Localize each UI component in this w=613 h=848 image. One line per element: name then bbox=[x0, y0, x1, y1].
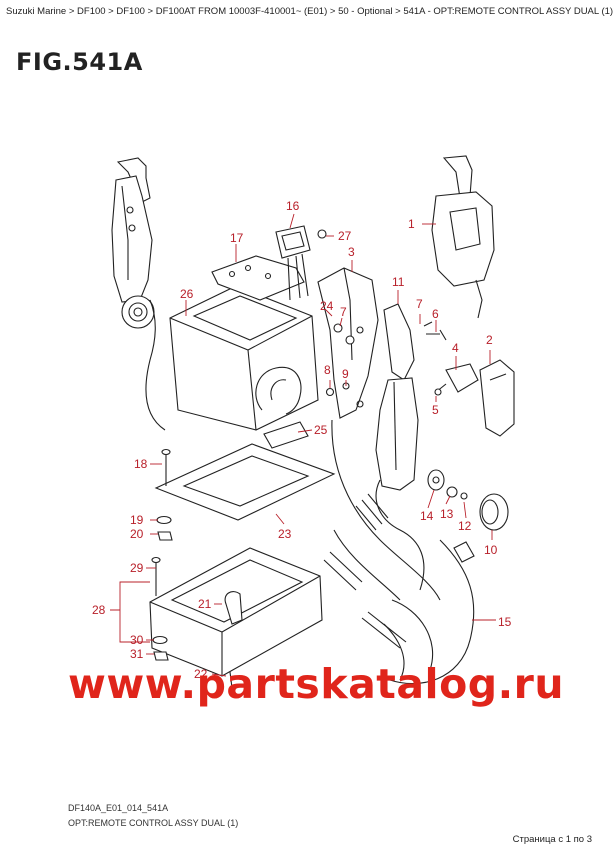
part-label-10[interactable]: 10 bbox=[484, 543, 498, 557]
lever-arm bbox=[375, 303, 419, 491]
exploded-parts-diagram: 1 2 3 4 5 6 7 7 8 9 10 11 12 13 14 15 16… bbox=[92, 155, 515, 689]
part-label-2[interactable]: 2 bbox=[486, 333, 493, 347]
breadcrumb-item[interactable]: Suzuki Marine bbox=[6, 6, 67, 17]
part-label-22[interactable]: 22 bbox=[194, 667, 208, 681]
right-control-lever bbox=[431, 155, 495, 319]
part-label-29[interactable]: 29 bbox=[130, 561, 144, 575]
figure-title: FIG.541A bbox=[16, 48, 143, 76]
part-label-18[interactable]: 18 bbox=[134, 457, 148, 471]
part-label-26[interactable]: 26 bbox=[180, 287, 194, 301]
part-label-31[interactable]: 31 bbox=[130, 647, 144, 661]
base-box bbox=[149, 547, 323, 677]
left-control-lever bbox=[111, 157, 166, 431]
knob bbox=[479, 493, 509, 531]
part-label-7[interactable]: 7 bbox=[416, 297, 423, 311]
part-label-12[interactable]: 12 bbox=[458, 519, 472, 533]
part-label-19[interactable]: 19 bbox=[130, 513, 144, 527]
switch bbox=[275, 225, 311, 301]
page-indicator: Страница с 1 по 3 bbox=[512, 834, 592, 845]
part-label-25[interactable]: 25 bbox=[314, 423, 328, 437]
part-label-27[interactable]: 27 bbox=[338, 229, 352, 243]
part-labels: 1 2 3 4 5 6 7 7 8 9 10 11 12 13 14 15 16… bbox=[92, 199, 512, 681]
breadcrumb: Suzuki Marine > DF100 > DF100 > DF100AT … bbox=[6, 6, 613, 18]
wiring-harness bbox=[323, 419, 475, 685]
part-label-7[interactable]: 7 bbox=[340, 305, 347, 319]
breadcrumb-item[interactable]: DF100 bbox=[116, 6, 145, 17]
small-fasteners bbox=[317, 229, 468, 500]
grip-handle bbox=[479, 359, 515, 437]
bracket-plate bbox=[211, 255, 305, 301]
part-label-1[interactable]: 1 bbox=[408, 217, 415, 231]
part-label-6[interactable]: 6 bbox=[432, 307, 439, 321]
breadcrumb-separator: > bbox=[66, 6, 78, 17]
cover-housing bbox=[169, 285, 319, 431]
part-label-14[interactable]: 14 bbox=[420, 509, 434, 523]
part-label-8[interactable]: 8 bbox=[324, 363, 331, 377]
part-label-21[interactable]: 21 bbox=[198, 597, 212, 611]
part-label-4[interactable]: 4 bbox=[452, 341, 459, 355]
part-label-24[interactable]: 24 bbox=[320, 299, 334, 313]
leader-lines bbox=[110, 213, 496, 677]
site-watermark: www.partskatalog.ru bbox=[68, 660, 565, 708]
breadcrumb-separator: > bbox=[327, 6, 339, 17]
part-label-9[interactable]: 9 bbox=[342, 367, 349, 381]
part-label-15[interactable]: 15 bbox=[498, 615, 512, 629]
breadcrumb-separator: > bbox=[392, 6, 404, 17]
breadcrumb-current: 541A - OPT:REMOTE CONTROL ASSY DUAL (1) bbox=[403, 6, 613, 17]
figure-code: DF140A_E01_014_541A bbox=[68, 803, 169, 813]
breadcrumb-item[interactable]: 50 - Optional bbox=[338, 6, 393, 17]
breadcrumb-separator: > bbox=[105, 6, 117, 17]
part-label-3[interactable]: 3 bbox=[348, 245, 355, 259]
part-label-13[interactable]: 13 bbox=[440, 507, 454, 521]
part-label-5[interactable]: 5 bbox=[432, 403, 439, 417]
part-label-11[interactable]: 11 bbox=[392, 275, 405, 289]
part-label-20[interactable]: 20 bbox=[130, 527, 144, 541]
breadcrumb-item[interactable]: DF100 bbox=[77, 6, 106, 17]
part-label-30[interactable]: 30 bbox=[130, 633, 144, 647]
breadcrumb-separator: > bbox=[144, 6, 156, 17]
breadcrumb-item[interactable]: DF100AT FROM 10003F-410001~ (E01) bbox=[155, 6, 328, 17]
gasket bbox=[154, 421, 336, 521]
part-label-17[interactable]: 17 bbox=[230, 231, 244, 245]
figure-name: OPT:REMOTE CONTROL ASSY DUAL (1) bbox=[68, 818, 239, 828]
part-label-16[interactable]: 16 bbox=[286, 199, 300, 213]
part-label-28[interactable]: 28 bbox=[92, 603, 106, 617]
part-label-23[interactable]: 23 bbox=[278, 527, 292, 541]
trim-switch bbox=[435, 363, 479, 393]
